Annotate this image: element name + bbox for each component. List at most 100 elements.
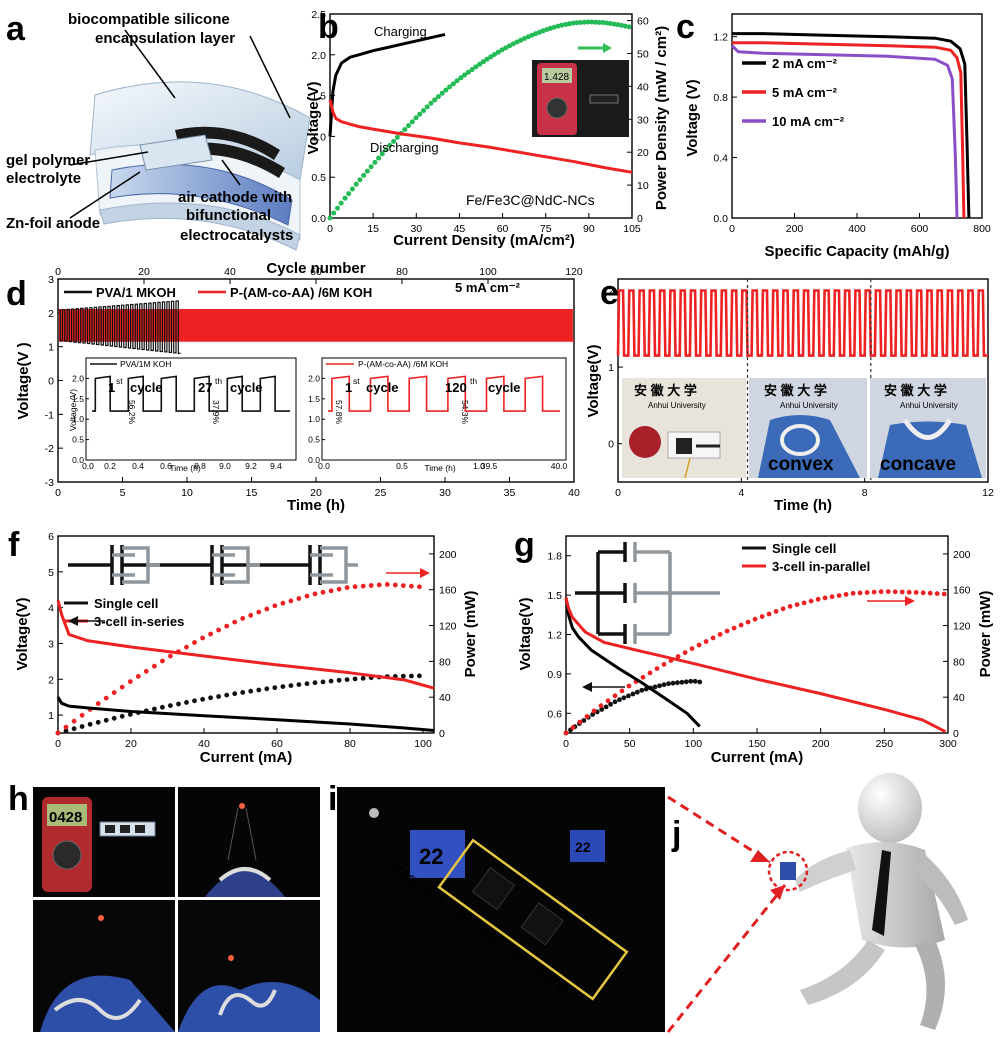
power-density-point <box>566 21 572 27</box>
f-legend-label-single: Single cell <box>94 596 158 611</box>
g-parallel-power-point <box>605 698 611 704</box>
f-series-power-point <box>184 644 189 650</box>
g-legend-label-parallel: 3-cell in-parallel <box>772 559 870 574</box>
d-legend-label-pva: PVA/1 MKOH <box>96 285 176 300</box>
panel-label-c: c <box>676 8 695 46</box>
d-x2tick-label: 80 <box>396 266 408 278</box>
g-single-power-point <box>617 697 622 703</box>
g-parallel-power-point <box>773 609 779 614</box>
panel-label-f: f <box>8 526 20 564</box>
g-single-voltage <box>564 597 701 728</box>
b-y2label: Power Density (mW / cm²) <box>653 26 670 210</box>
f-y2-ytick-label: 120 <box>439 621 457 633</box>
catalyst-label: Fe/Fe3C@NdC-NCs <box>466 192 595 208</box>
d-x2tick-label: 40 <box>224 266 236 278</box>
power-density-point <box>570 20 576 26</box>
power-density-point <box>477 61 483 67</box>
inset1-cycle2-sup: th <box>215 376 222 386</box>
e-ytick-label: 1 <box>608 362 614 374</box>
f-single-power-point <box>184 700 189 705</box>
g-ytick-label: 1.5 <box>547 590 562 602</box>
f-y2-ytick-label: 0 <box>439 728 445 740</box>
g-parallel-power-point <box>703 639 709 644</box>
f-y2-ytick-label: 40 <box>439 692 451 704</box>
d-legend-label-pamcoaa: P-(AM-co-AA) /6M KOH <box>230 285 372 300</box>
d-x2tick-label: 120 <box>565 266 583 278</box>
power-density-point <box>604 20 610 26</box>
b-ylabel: Voltage(V) <box>305 81 322 154</box>
f-single-power-point <box>232 691 238 697</box>
inset1-ylabel: Voltage (V) <box>68 389 78 431</box>
f-series-power-point <box>272 603 278 609</box>
inset1-cycle1-sup: st <box>116 376 123 386</box>
d-inset2-ytick-label: 1.0 <box>308 414 320 424</box>
g-xtick-label: 300 <box>939 738 957 750</box>
power-density-point <box>484 56 490 62</box>
g-single-power-point <box>679 679 685 685</box>
g-single-power-point <box>634 689 640 695</box>
panel-label-i: i <box>328 780 337 818</box>
power-density-point <box>563 22 569 27</box>
power-density-point <box>335 205 340 211</box>
power-density-point <box>331 210 337 216</box>
watch-digits-left: 22 <box>419 844 443 869</box>
d-inset1-xtick-label: 0.6 <box>160 461 172 471</box>
f-single-power-point <box>328 678 334 684</box>
c-xlabel: Specific Capacity (mAh/g) <box>764 243 949 260</box>
f-single-power-point <box>152 706 157 712</box>
f-single-power-point <box>63 728 69 734</box>
parallel-circuit-icon <box>575 542 720 644</box>
label-cathode-3: electrocatalysts <box>180 227 293 244</box>
b-y2-ytick-label: 30 <box>637 114 649 126</box>
b-y2-ytick-label: 10 <box>637 180 649 192</box>
d-ytick-label: -2 <box>45 443 54 455</box>
c-ylabel: Voltage (V) <box>684 79 701 156</box>
g-single-power-point <box>630 691 636 697</box>
power-density-point <box>327 215 333 221</box>
g-parallel-voltage <box>564 597 947 734</box>
c-xtick-label: 600 <box>911 223 929 235</box>
e-xtick-label: 0 <box>615 487 621 499</box>
g-y2-ytick-label: 80 <box>953 656 965 668</box>
person-head <box>858 773 922 843</box>
g-single-power-point <box>626 693 631 699</box>
person-torso <box>846 841 945 948</box>
c-curve-2 <box>732 41 966 219</box>
g-single-power-point <box>692 678 698 684</box>
g-y2-ytick-label: 120 <box>953 621 971 633</box>
label-zn-anode: Zn-foil anode <box>6 215 100 232</box>
g-parallel-power-point <box>899 589 905 595</box>
f-series-power-point <box>55 730 61 736</box>
power-density-point <box>574 20 580 26</box>
g-parallel-power-point <box>794 602 800 607</box>
f-single-power-point <box>272 685 278 691</box>
g-y2-ytick-label: 0 <box>953 728 959 740</box>
inset2-cycle2-word: cycle <box>488 380 521 395</box>
f-series-power-point <box>368 583 374 588</box>
b-y2-ytick-label: 20 <box>637 147 649 159</box>
e-xlabel: Time (h) <box>774 497 832 514</box>
b-y2-ytick-label: 40 <box>637 81 649 93</box>
g-y2-ytick-label: 200 <box>953 549 971 561</box>
g-parallel-power-point <box>752 616 758 622</box>
f-single-power-point <box>71 726 77 732</box>
zn-foil-anode-layer <box>139 134 213 171</box>
power-density-point <box>559 22 565 28</box>
g-single-power-point <box>657 683 662 689</box>
f-series-power-point <box>152 663 157 669</box>
d-inset1-xtick-label: 9.0 <box>219 461 231 471</box>
charging-label: Charging <box>374 24 427 39</box>
power-density-point <box>458 75 464 81</box>
d-xtick-label: 35 <box>504 487 516 499</box>
power-arrow-head <box>603 43 612 53</box>
g-parallel-power-point <box>696 642 702 648</box>
g-parallel-power-point <box>941 591 947 597</box>
g-xtick-label: 250 <box>876 738 894 750</box>
d-xtick-label: 0 <box>55 487 61 499</box>
d-inset2-xtick-label: 1.0 <box>473 461 485 471</box>
f-series-power-point <box>192 640 197 645</box>
g-parallel-power-point <box>647 670 653 676</box>
